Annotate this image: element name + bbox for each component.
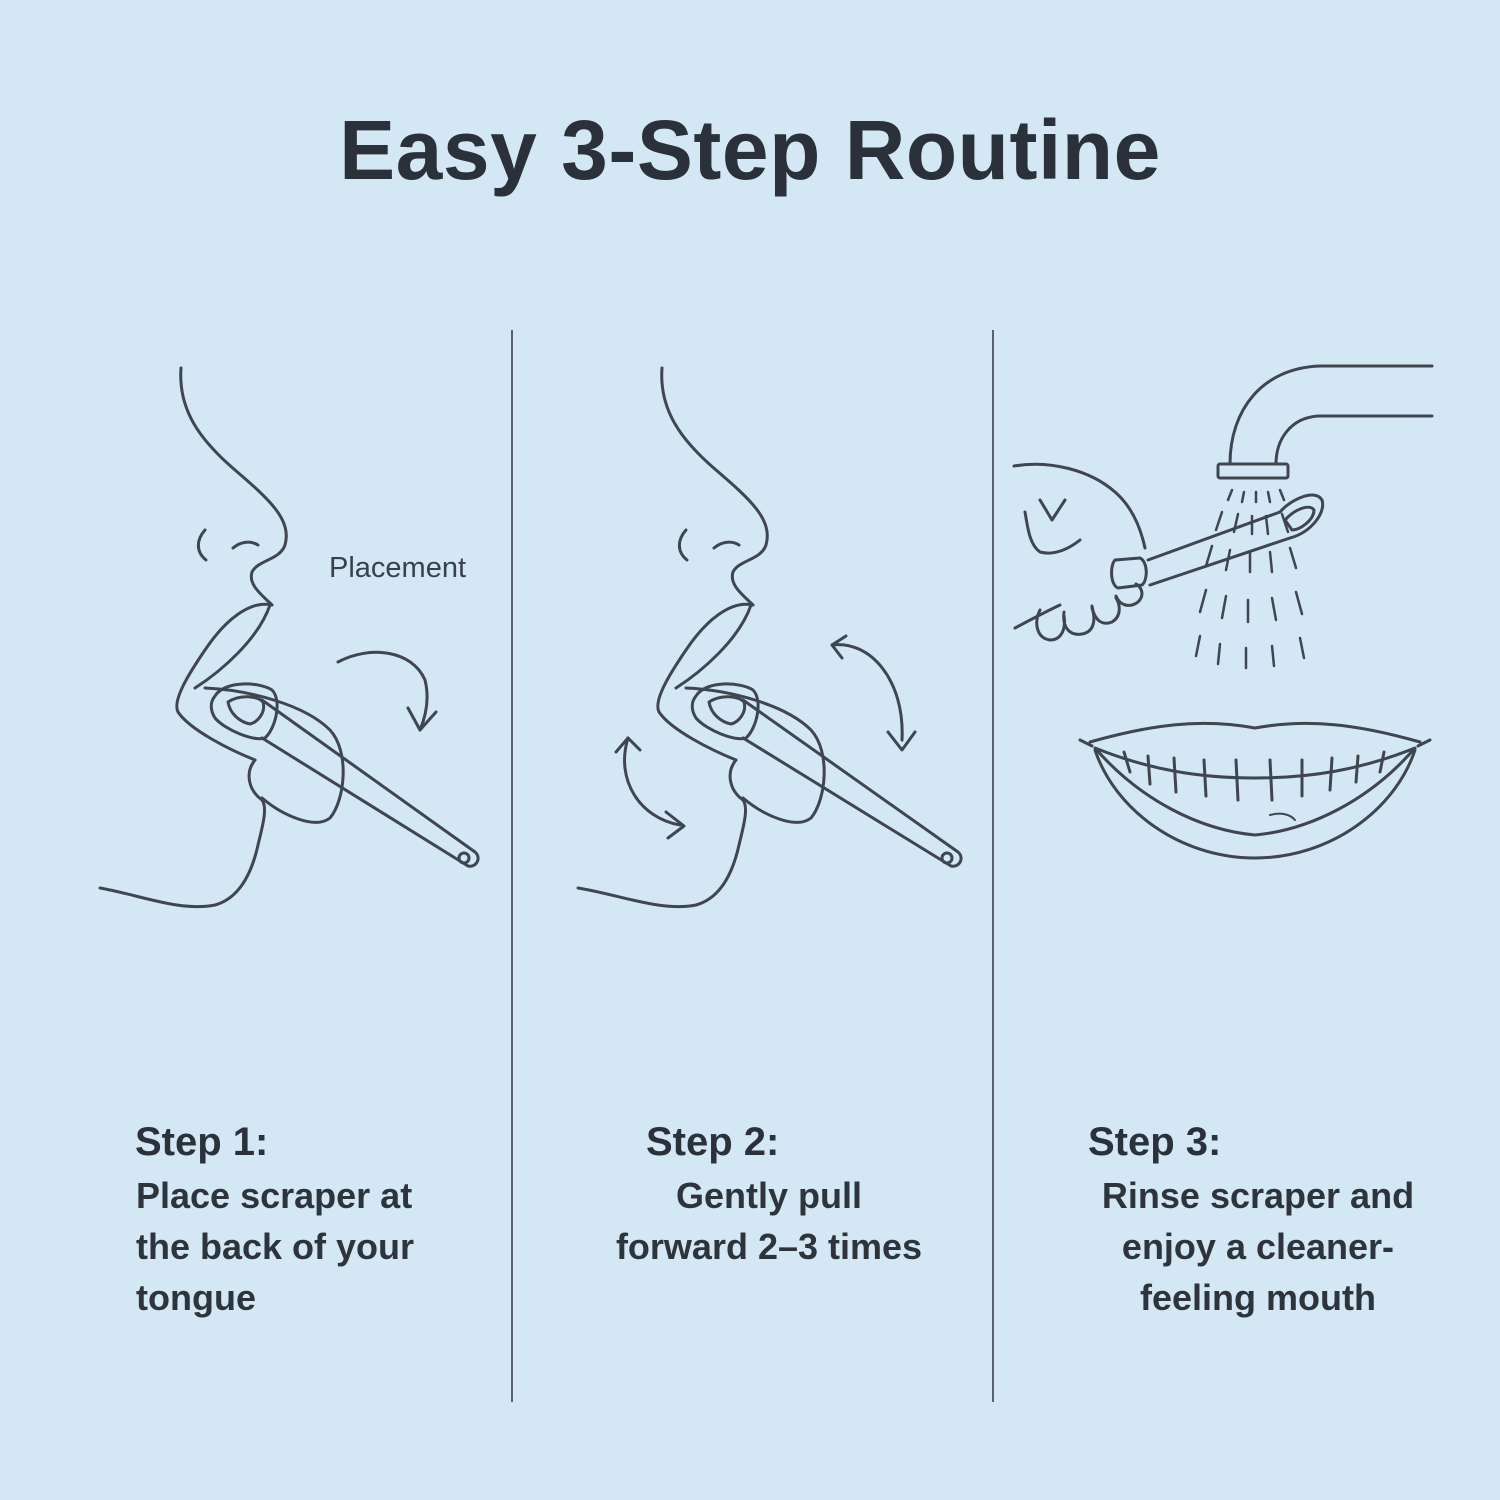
step-1-heading: Step 1:: [135, 1120, 269, 1164]
faucet-icon: [1216, 364, 1434, 480]
double-arrow-icon: [614, 736, 686, 840]
face-profile-icon: [98, 366, 288, 909]
tongue-icon: [684, 686, 826, 824]
smile-icon: [1078, 721, 1432, 860]
step-1-line-1: Place scraper at: [136, 1175, 413, 1216]
step-1-description: Place scraper at the back of your tongue: [136, 1170, 414, 1323]
step-3-line-2: enjoy a cleaner-: [1121, 1226, 1395, 1267]
double-arrow-icon: [830, 634, 917, 752]
tongue-scraper-icon: [209, 682, 480, 868]
step-3-description: Rinse scraper and enjoy a cleaner- feeli…: [1078, 1170, 1438, 1323]
tongue-scraper-icon: [690, 682, 963, 868]
step-2-heading: Step 2:: [646, 1120, 780, 1164]
step-1-line-2: the back of your: [136, 1226, 415, 1267]
hand-icon: [1012, 462, 1148, 642]
step-2-line-2: forward 2–3 times: [615, 1226, 923, 1267]
tongue-icon: [203, 686, 345, 824]
step-2-description: Gently pull forward 2–3 times: [594, 1170, 944, 1272]
divider-2: [992, 330, 994, 1402]
face-profile-icon: [576, 366, 769, 909]
page-title: Easy 3-Step Routine: [339, 103, 1161, 197]
step-3-line-3: feeling mouth: [1140, 1277, 1376, 1318]
water-spray-icon: [1194, 488, 1306, 670]
step-3-line-1: Rinse scraper and: [1101, 1175, 1415, 1216]
divider-1: [511, 330, 513, 1402]
curved-arrow-icon: [336, 650, 438, 732]
placement-label: Placement: [329, 552, 467, 584]
tongue-scraper-icon: [1146, 493, 1325, 587]
step-3-heading: Step 3:: [1088, 1120, 1222, 1164]
step-1-line-3: tongue: [136, 1277, 256, 1318]
step-2-line-1: Gently pull: [675, 1175, 862, 1216]
